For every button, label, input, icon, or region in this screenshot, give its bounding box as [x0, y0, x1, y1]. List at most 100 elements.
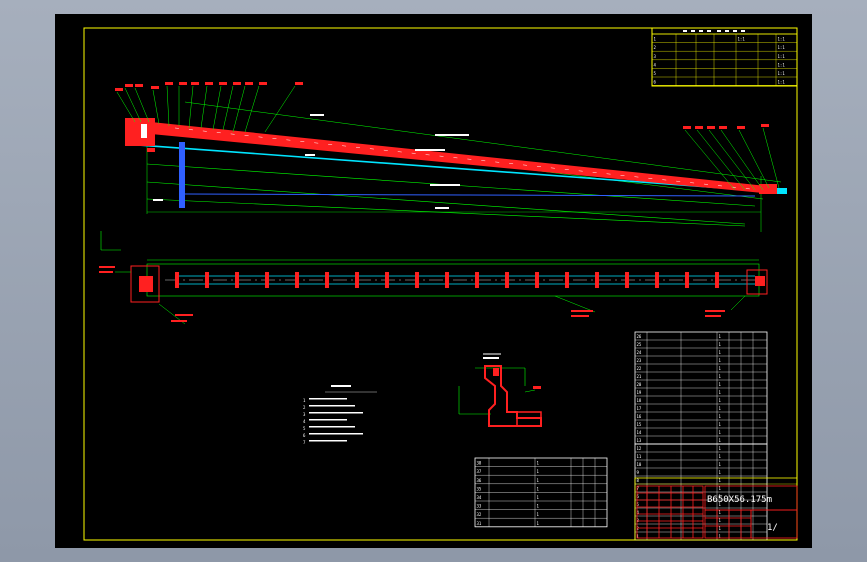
note-line-rule — [309, 405, 355, 407]
parts-list-cell: 12 — [637, 446, 642, 451]
parts-list-lower-cell: 34 — [477, 495, 482, 500]
parts-list-cell: 1 — [637, 534, 640, 539]
plan-idler — [445, 272, 449, 288]
parts-list-cell: 2 — [637, 526, 640, 531]
parts-list-cell: 5 — [637, 502, 640, 507]
parts-list-cell: 1 — [719, 422, 722, 427]
parts-list-cell: 14 — [637, 430, 642, 435]
parts-list-cell: 1 — [719, 390, 722, 395]
parts-list-cell: 1 — [719, 358, 722, 363]
parts-list-cell: 1 — [719, 534, 722, 539]
note-line-rule — [309, 426, 355, 428]
parts-list-lower-cell: 38 — [477, 461, 482, 466]
parts-list-cell: 1 — [719, 446, 722, 451]
parts-list-row: 14 1 — [635, 428, 767, 437]
note-line-rule — [309, 412, 363, 414]
parts-list-cell: 8 — [637, 478, 640, 483]
plan-idler — [355, 272, 359, 288]
note-line: 3 — [303, 412, 306, 417]
plan-idler — [325, 272, 329, 288]
title-block-cell: 1:1 — [778, 54, 786, 59]
parts-list-cell: 1 — [719, 470, 722, 475]
plan-idler — [535, 272, 539, 288]
parts-list-cell: 1 — [719, 414, 722, 419]
parts-list-cell: 1 — [719, 510, 722, 515]
plan-idler — [655, 272, 659, 288]
plan-idler — [625, 272, 629, 288]
parts-list-cell: 1 — [719, 494, 722, 499]
parts-list-cell: 20 — [637, 382, 642, 387]
title-block-cell: 1 — [654, 37, 657, 42]
idler-detail — [458, 353, 542, 427]
parts-list-row: 10 1 — [635, 460, 767, 469]
parts-list-row: 12 1 — [635, 444, 767, 453]
parts-list-cell: 1 — [719, 526, 722, 531]
parts-list-cell: 1 — [719, 374, 722, 379]
parts-list-cell: 24 — [637, 350, 642, 355]
title-block-cell: 6 — [654, 80, 657, 85]
parts-list-cell: 1 — [719, 486, 722, 491]
parts-list-lower-cell: 1 — [537, 504, 540, 509]
note-line-rule — [309, 433, 363, 435]
parts-list-lower-cell: 1 — [537, 512, 540, 517]
parts-list-cell: 13 — [637, 438, 642, 443]
title-block-cell: 1:1 — [778, 71, 786, 76]
elevation-view — [115, 82, 787, 232]
parts-list-lower-cell: 31 — [477, 521, 482, 526]
parts-list-cell: 1 — [719, 430, 722, 435]
parts-list-lower-cell: 1 — [537, 461, 540, 466]
parts-list-cell: 11 — [637, 454, 642, 459]
sheet-border — [83, 27, 798, 541]
parts-list-cell: 1 — [719, 518, 722, 523]
parts-list-lower-cell: 1 — [537, 486, 540, 491]
title-block-cell: 1:1 — [778, 62, 786, 67]
note-line: 2 — [303, 405, 306, 410]
plan-idler — [685, 272, 689, 288]
parts-list-cell: 17 — [637, 406, 642, 411]
parts-list-lower-cell: 32 — [477, 512, 482, 517]
parts-list-cell: 3 — [637, 518, 640, 523]
parts-list-cell: 1 — [719, 350, 722, 355]
plan-idler — [295, 272, 299, 288]
note-line: 5 — [303, 426, 306, 431]
parts-list-lower-row: 31 1 — [475, 518, 607, 527]
parts-list-cell: 22 — [637, 366, 642, 371]
plan-idler — [715, 272, 719, 288]
parts-list-lower-cell: 37 — [477, 469, 482, 474]
plan-idler — [265, 272, 269, 288]
note-line-rule — [309, 440, 347, 442]
plan-idler — [205, 272, 209, 288]
plan-idler — [475, 272, 479, 288]
title-block-cell: 2 — [654, 45, 657, 50]
plan-idler — [565, 272, 569, 288]
parts-list-cell: 1 — [719, 454, 722, 459]
parts-list-cell: 10 — [637, 462, 642, 467]
parts-list-cell: 1 — [719, 462, 722, 467]
parts-list-lower-cell: 1 — [537, 521, 540, 526]
